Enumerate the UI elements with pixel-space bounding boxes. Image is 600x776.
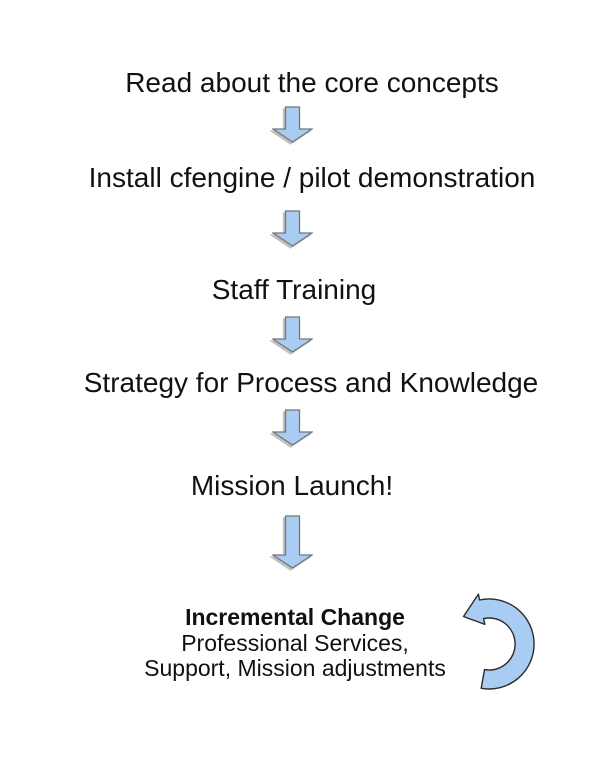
counterclockwise-loop-arrow-icon [462,593,535,690]
final-step-line-support: Support, Mission adjustments [144,655,446,681]
down-arrow-icon [272,409,313,446]
step-label-strategy: Strategy for Process and Knowledge [83,367,539,398]
down-arrow-icon [272,210,313,247]
step-label-read-core-concepts: Read about the core concepts [125,67,499,98]
down-arrow-shape [272,316,313,353]
down-arrow-tall-icon [272,515,313,569]
loop-arrow-shape [462,593,535,690]
down-arrow-shape [272,515,313,569]
step-label-mission-launch: Mission Launch! [190,470,394,501]
down-arrow-shape [272,106,313,143]
step-label-install-cfengine: Install cfengine / pilot demonstration [88,162,536,193]
final-step-title: Incremental Change [185,604,405,630]
final-step-line-professional-services: Professional Services, [181,629,409,656]
down-arrow-icon [272,106,313,143]
down-arrow-shape [272,409,313,446]
step-label-staff-training: Staff Training [211,274,377,305]
final-step-block: Incremental Change Professional Services… [0,604,595,682]
down-arrow-icon [272,316,313,353]
down-arrow-shape [272,210,313,247]
